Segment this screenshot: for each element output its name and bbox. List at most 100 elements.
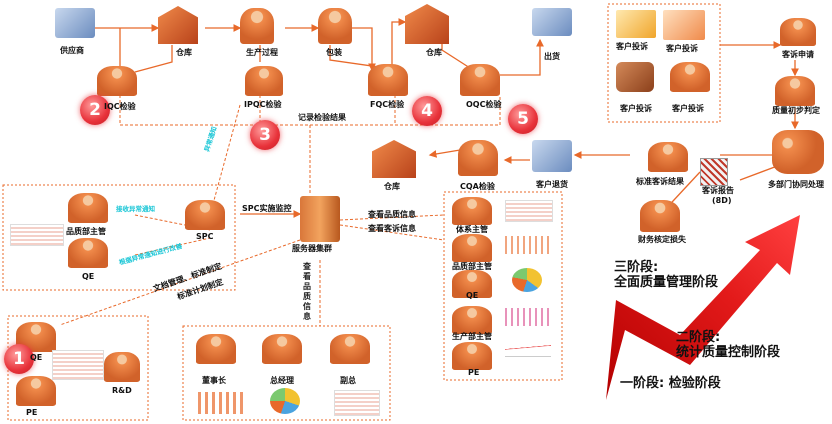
gm-label: 总经理 xyxy=(270,376,294,385)
oqc-inspector-icon xyxy=(460,64,500,96)
view-quality-vertical-label: 查看品质信息 xyxy=(303,262,311,321)
fqc-label: FQC检验 xyxy=(370,100,405,109)
report-document-icon xyxy=(700,158,728,186)
apply-person-icon xyxy=(780,18,816,46)
supplier-label: 供应商 xyxy=(60,46,84,55)
stage-3-subtitle: 全面质量管理阶段 xyxy=(614,275,719,290)
abnormal-notice-label: 接收异常通知 xyxy=(116,205,155,213)
stage-arrow xyxy=(606,215,800,400)
vp-label: 副总 xyxy=(340,376,356,385)
quality-management-box xyxy=(443,191,563,381)
finance-person-icon xyxy=(640,200,680,232)
stage-2-subtitle: 统计质量控制阶段 xyxy=(676,345,781,360)
qe-label: QE xyxy=(466,291,479,300)
multi-dept-label: 多部门协同处理 xyxy=(768,180,824,189)
return-truck-icon xyxy=(532,140,572,172)
bar-chart-thumbnail xyxy=(505,236,551,254)
spc-person-icon xyxy=(185,200,225,230)
line-chart-thumbnail xyxy=(505,340,551,357)
phone-icon xyxy=(616,62,654,92)
shipping-truck-icon xyxy=(532,8,572,36)
qe-icon xyxy=(68,238,108,268)
server-icon xyxy=(300,196,340,242)
table-thumbnail xyxy=(334,390,380,416)
record-label: 记录检验结果 xyxy=(298,113,346,122)
pe-icon xyxy=(452,342,492,370)
fqc-inspector-icon xyxy=(368,64,408,96)
step-circle-4: 4 xyxy=(412,96,442,126)
meeting-group-icon xyxy=(772,130,824,174)
cqa-label: CQA检验 xyxy=(460,182,495,191)
step-circle-2: 2 xyxy=(80,95,110,125)
qe-label: QE xyxy=(30,353,43,362)
chairman-label: 董事长 xyxy=(202,376,226,385)
view-quality-label: 查看品质信息 xyxy=(368,210,416,219)
view-complaint-label: 查看客诉信息 xyxy=(368,224,416,233)
pe-label: PE xyxy=(468,368,480,377)
table-thumbnail xyxy=(52,350,104,380)
customer-complaint-label: 客户投诉 xyxy=(616,42,648,51)
gm-icon xyxy=(262,334,302,364)
packaging-person-icon xyxy=(318,8,352,44)
complaint-report-sub-label: (8D) xyxy=(712,196,732,205)
pe-icon xyxy=(16,376,56,406)
shipping-label: 出货 xyxy=(544,52,560,61)
production-label: 生产过程 xyxy=(246,48,278,57)
stage-1-title: 一阶段: 检验阶段 xyxy=(620,376,721,391)
return-label: 客户退货 xyxy=(536,180,568,189)
system-manager-label: 体系主管 xyxy=(456,225,488,234)
ipqc-inspector-icon xyxy=(245,66,283,96)
visit-complaint-icon xyxy=(670,62,710,92)
spc-monitor-label: SPC实施监控 xyxy=(242,204,292,213)
web-complaint-icon xyxy=(663,10,705,40)
pie-chart-thumbnail xyxy=(512,268,542,292)
production-manager-label: 生产部主管 xyxy=(452,332,492,341)
qa-manager-icon xyxy=(68,193,108,223)
quality-judge-label: 质量初步判定 xyxy=(772,106,820,115)
warehouse-label: 仓库 xyxy=(426,48,442,57)
complaint-apply-label: 客诉申请 xyxy=(782,50,814,59)
step-circle-1: 1 xyxy=(4,344,34,374)
table-thumbnail xyxy=(505,200,553,222)
finance-label: 财务核定损失 xyxy=(638,235,686,244)
cqa-inspector-icon xyxy=(458,140,498,176)
step-circle-3: 3 xyxy=(250,120,280,150)
judge-person-icon xyxy=(775,76,815,106)
vp-icon xyxy=(330,334,370,364)
email-icon xyxy=(616,10,656,38)
supplier-icon xyxy=(55,8,95,38)
customer-complaint-label: 客户投诉 xyxy=(672,104,704,113)
spc-label: SPC xyxy=(196,232,214,241)
oqc-label: OQC检验 xyxy=(466,100,502,109)
bar-chart-thumbnail xyxy=(198,392,246,414)
stage-2-title: 二阶段: xyxy=(676,330,721,345)
executive-group-box xyxy=(182,325,391,421)
standard-label: 标准客诉结果 xyxy=(636,177,684,186)
stage-3-title: 三阶段: xyxy=(614,260,659,275)
qe-icon xyxy=(452,270,492,298)
qa-manager-label: 品质部主管 xyxy=(452,262,492,271)
rd-icon xyxy=(104,352,140,382)
customer-complaint-box xyxy=(607,3,721,123)
customer-complaint-label: 客户投诉 xyxy=(620,104,652,113)
qa-manager-label: 品质部主管 xyxy=(66,227,106,236)
production-manager-icon xyxy=(452,306,492,334)
production-person-icon xyxy=(240,8,274,44)
packaging-label: 包装 xyxy=(326,48,342,57)
spc-chart-thumbnail xyxy=(10,224,64,246)
qe-label: QE xyxy=(82,272,95,281)
chairman-icon xyxy=(196,334,236,364)
iqc-inspector-icon xyxy=(97,66,137,96)
warehouse-label: 仓库 xyxy=(176,48,192,57)
pe-label: PE xyxy=(26,408,38,417)
qa-manager-icon xyxy=(452,234,492,262)
warehouse-label: 仓库 xyxy=(384,182,400,191)
step-circle-5: 5 xyxy=(508,104,538,134)
rd-label: R&D xyxy=(112,386,132,395)
ipqc-label: IPQC检验 xyxy=(244,100,282,109)
server-label: 服务器集群 xyxy=(292,244,332,253)
system-manager-icon xyxy=(452,197,492,225)
complaint-report-label: 客诉报告 xyxy=(702,186,734,195)
